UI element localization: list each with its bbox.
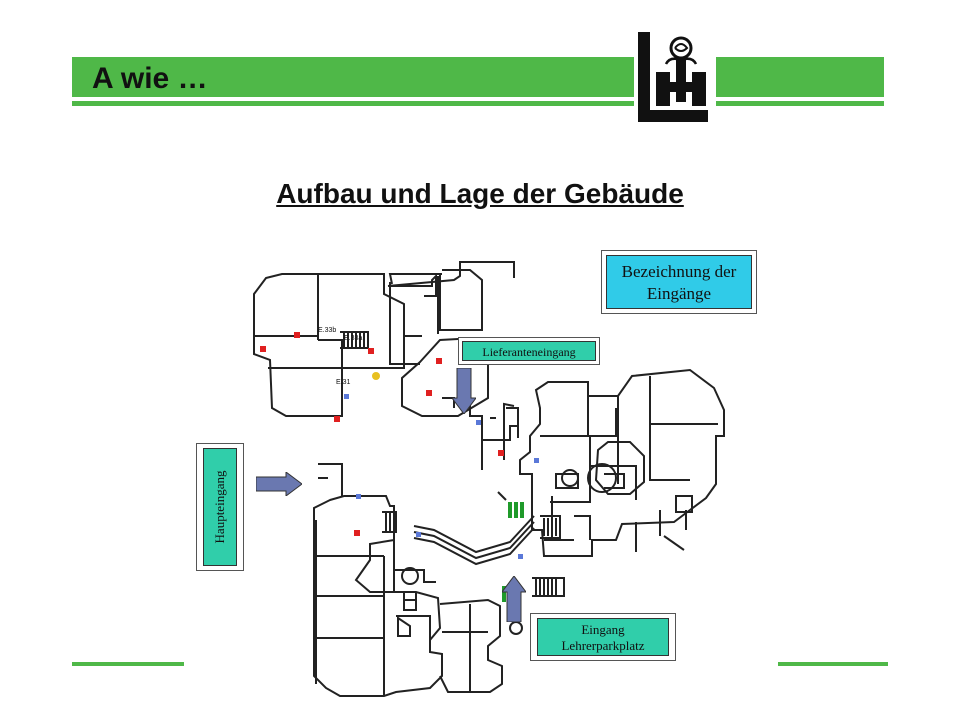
school-logo-icon	[638, 32, 708, 122]
room-label-e31: E.31	[336, 379, 351, 386]
legend-box: Bezeichnung der Eingänge	[601, 250, 757, 314]
footer-line-left	[72, 662, 184, 666]
lieferanteneingang-label-box: Lieferanteneingang	[458, 337, 600, 365]
lehrerparkplatz-label-box: Eingang Lehrerparkplatz	[530, 613, 676, 661]
header-underline-right	[716, 101, 884, 106]
header-bar	[72, 57, 634, 97]
slide-title: A wie …	[92, 62, 208, 95]
header-bar-right	[716, 57, 884, 97]
footer-line-right	[778, 662, 888, 666]
legend-title: Bezeichnung der Eingänge	[606, 255, 752, 309]
lieferanteneingang-label: Lieferanteneingang	[462, 341, 596, 361]
room-label-e33a: E.33a	[344, 335, 362, 342]
floor-plan-drawing: E.33b E.33a E.31	[253, 261, 725, 697]
haupteingang-label: Haupteingang	[212, 470, 227, 544]
lehrerparkplatz-label: Eingang Lehrerparkplatz	[537, 618, 669, 656]
slide-subtitle: Aufbau und Lage der Gebäude	[276, 178, 684, 209]
entrance-arrow-icon	[452, 368, 476, 414]
room-label-e33b: E.33b	[318, 327, 336, 334]
haupteingang-label-box: Haupteingang	[196, 443, 244, 571]
haupteingang-box-fill: Haupteingang	[203, 448, 237, 566]
entrance-arrow-icon	[256, 472, 302, 496]
entrance-arrow-icon	[502, 576, 526, 622]
header-underline	[72, 101, 634, 106]
